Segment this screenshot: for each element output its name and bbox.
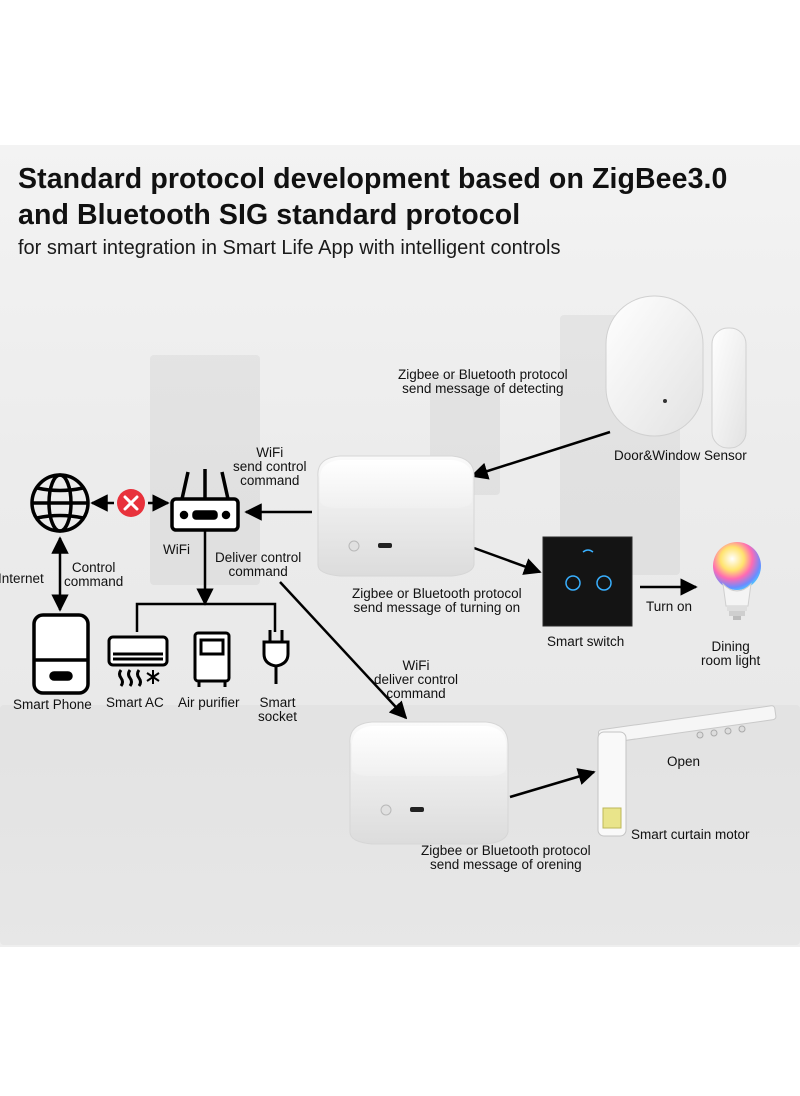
- device-bracket-line: [135, 602, 277, 632]
- error-x-icon: [117, 489, 145, 517]
- page-title-line-2: and Bluetooth SIG standard protocol: [18, 199, 521, 231]
- globe-icon: [30, 473, 90, 533]
- air-purifier-icon: [193, 631, 231, 687]
- arrow-hub-to-switch: [473, 546, 542, 575]
- label-smart-ac: Smart AC: [106, 695, 164, 710]
- label-internet: Internet: [0, 571, 44, 586]
- arrow-hub2-to-curtain: [509, 768, 596, 799]
- connection-arrows: [51, 430, 698, 799]
- smart-socket-icon: [262, 630, 290, 684]
- page-subtitle: for smart integration in Smart Life App …: [18, 237, 561, 259]
- label-air-purifier: Air purifier: [178, 695, 240, 710]
- label-wifi: WiFi: [163, 542, 190, 557]
- arrow-sensor-to-hub: [470, 430, 611, 480]
- door-window-sensor-image: [605, 295, 747, 449]
- label-smart-curtain-motor: Smart curtain motor: [631, 827, 750, 842]
- arrow-router-to-hub2: [279, 581, 408, 720]
- router-icon: [170, 469, 240, 532]
- label-door-window-sensor: Door&Window Sensor: [614, 448, 747, 463]
- page-title-line-1: Standard protocol development based on Z…: [18, 163, 728, 195]
- smart-switch-image: [542, 536, 633, 627]
- smartphone-icon: [32, 613, 90, 695]
- light-bulb-icon: [713, 542, 761, 620]
- curtain-motor-image: [597, 705, 777, 837]
- label-open: Open: [667, 754, 701, 769]
- air-conditioner-icon: [107, 635, 169, 687]
- label-smart-phone: Smart Phone: [13, 697, 92, 712]
- label-smart-switch: Smart switch: [547, 634, 625, 649]
- label-turn-on: Turn on: [646, 599, 693, 614]
- gateway-hub-1-image: [317, 455, 475, 577]
- gateway-hub-2-image: [349, 721, 509, 845]
